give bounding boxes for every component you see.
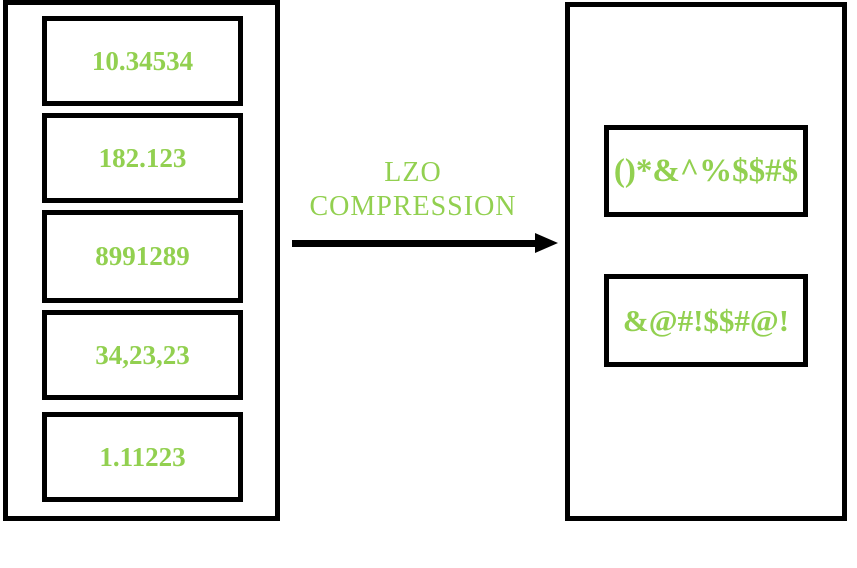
compressed-data-panel: ()*&^%$$#$ &@#!$$#@! xyxy=(565,2,847,521)
compressed-value-box-2: &@#!$$#@! xyxy=(604,274,808,367)
arrow-head xyxy=(535,233,558,253)
process-label: LZO COMPRESSION xyxy=(288,156,538,224)
source-value-box-2: 182.123 xyxy=(42,113,243,203)
right-arrow-icon xyxy=(292,233,558,254)
source-value-box-1: 10.34534 xyxy=(42,16,243,106)
compressed-value: ()*&^%$$#$ xyxy=(613,152,799,189)
source-value: 34,23,23 xyxy=(95,339,190,370)
source-value: 8991289 xyxy=(95,241,190,271)
source-value: 1.11223 xyxy=(99,441,186,472)
process-label-line2: COMPRESSION xyxy=(309,191,517,222)
source-value-box-3: 8991289 xyxy=(42,210,243,303)
compressed-value: &@#!$$#@! xyxy=(622,302,790,338)
source-value: 182.123 xyxy=(98,142,187,173)
source-value-box-5: 1.11223 xyxy=(42,412,243,502)
compressed-value-box-1: ()*&^%$$#$ xyxy=(604,125,808,217)
arrow-shaft xyxy=(292,240,536,247)
process-label-line1: LZO xyxy=(384,157,442,188)
source-value: 10.34534 xyxy=(91,45,194,76)
uncompressed-data-panel: 10.34534 182.123 8991289 34,23,23 1.1122… xyxy=(3,0,280,521)
source-value-box-4: 34,23,23 xyxy=(42,310,243,400)
